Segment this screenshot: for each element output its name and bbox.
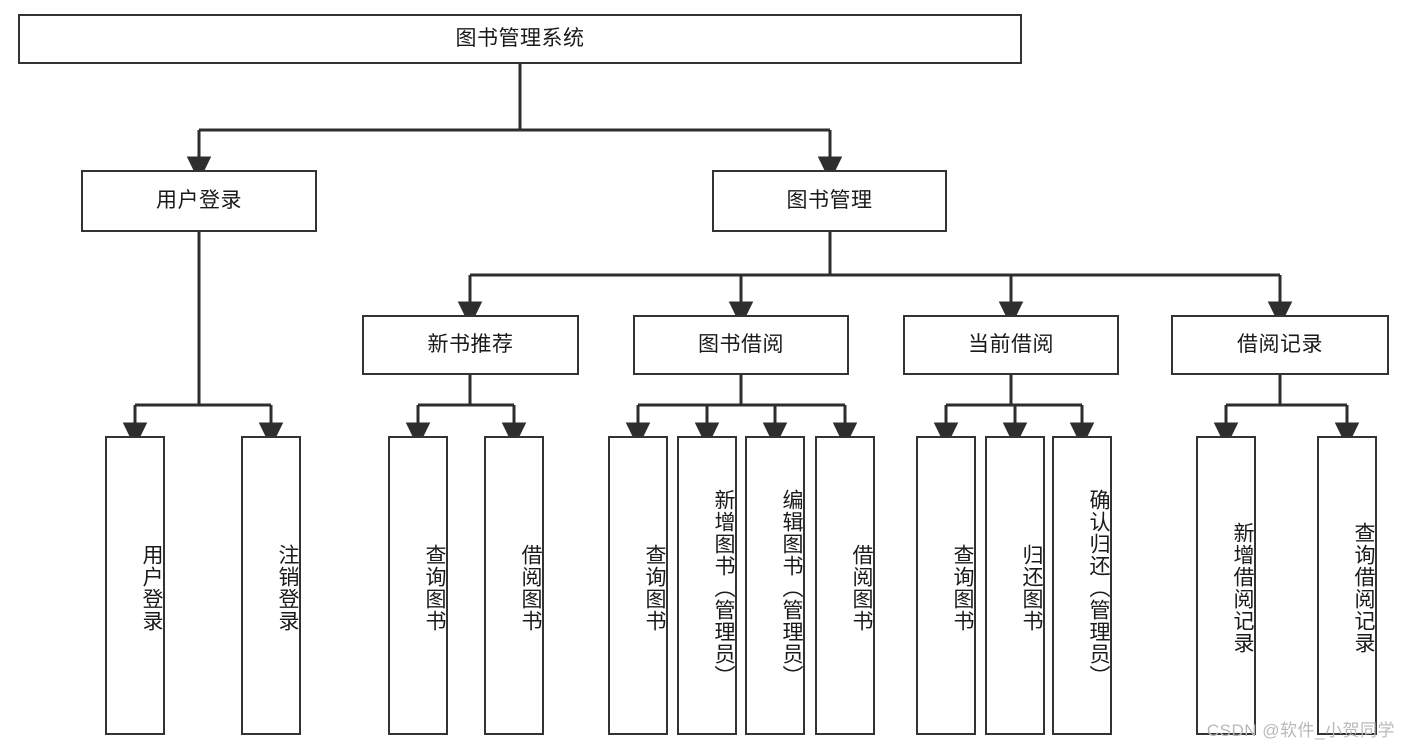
node-label: 新增借阅记录 <box>1231 521 1254 654</box>
node-leaf-borrow-book-recommend[interactable]: 借阅图书 <box>484 436 544 735</box>
node-label: 注销登录 <box>276 543 299 632</box>
node-label: 用户登录 <box>140 543 163 632</box>
node-leaf-return-book[interactable]: 归还图书 <box>985 436 1045 735</box>
node-label: 当前借阅 <box>968 332 1054 356</box>
node-leaf-borrow-book[interactable]: 借阅图书 <box>815 436 875 735</box>
node-label: 查询图书 <box>643 543 666 632</box>
node-leaf-add-borrow-record[interactable]: 新增借阅记录 <box>1196 436 1256 735</box>
node-leaf-query-book-recommend[interactable]: 查询图书 <box>388 436 448 735</box>
node-leaf-user-logout[interactable]: 注销登录 <box>241 436 301 735</box>
node-label: 借阅记录 <box>1237 332 1323 356</box>
node-label: 编辑图书（管理员） <box>780 488 803 687</box>
node-label: 图书管理系统 <box>455 26 585 50</box>
node-level3-book-borrow[interactable]: 图书借阅 <box>633 315 849 375</box>
node-label: 借阅图书 <box>850 543 873 632</box>
node-leaf-add-book-admin[interactable]: 新增图书（管理员） <box>677 436 737 735</box>
node-label: 借阅图书 <box>519 543 542 632</box>
watermark: CSDN @软件_小贺同学 <box>1206 721 1395 740</box>
node-leaf-edit-book-admin[interactable]: 编辑图书（管理员） <box>745 436 805 735</box>
node-label: 图书管理 <box>786 188 873 212</box>
node-label: 图书借阅 <box>698 332 784 356</box>
node-label: 用户登录 <box>156 188 242 212</box>
node-leaf-confirm-return-admin[interactable]: 确认归还（管理员） <box>1052 436 1112 735</box>
node-level3-current-borrow[interactable]: 当前借阅 <box>903 315 1119 375</box>
node-label: 查询图书 <box>951 543 974 632</box>
node-label: 查询图书 <box>423 543 446 632</box>
node-label: 新书推荐 <box>427 332 514 356</box>
node-level2-book-management[interactable]: 图书管理 <box>712 170 947 232</box>
node-label: 新增图书（管理员） <box>712 488 735 687</box>
node-level3-new-book-recommend[interactable]: 新书推荐 <box>362 315 579 375</box>
node-leaf-user-login[interactable]: 用户登录 <box>105 436 165 735</box>
node-leaf-query-book-current[interactable]: 查询图书 <box>916 436 976 735</box>
node-level3-borrow-records[interactable]: 借阅记录 <box>1171 315 1389 375</box>
node-label: 归还图书 <box>1020 543 1043 632</box>
node-label: 确认归还（管理员） <box>1087 488 1110 687</box>
node-level2-user-login[interactable]: 用户登录 <box>81 170 317 232</box>
node-leaf-query-borrow-record[interactable]: 查询借阅记录 <box>1317 436 1377 735</box>
node-leaf-query-book-borrow[interactable]: 查询图书 <box>608 436 668 735</box>
node-root[interactable]: 图书管理系统 <box>18 14 1022 64</box>
node-label: 查询借阅记录 <box>1352 521 1375 654</box>
